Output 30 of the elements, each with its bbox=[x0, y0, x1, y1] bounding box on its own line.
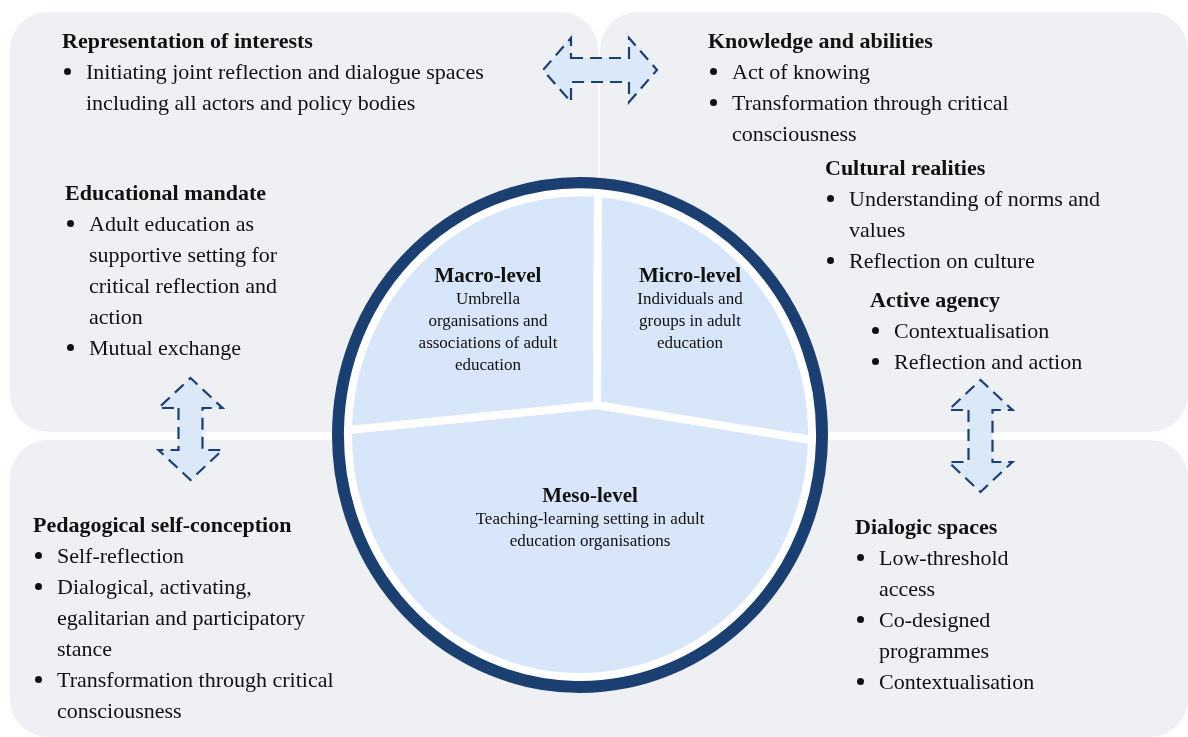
bullet-text: Contextualisation bbox=[894, 318, 1050, 343]
level-description: Umbrella organisations and associations of adult education bbox=[417, 288, 559, 376]
level-description: Teaching-learning setting in adult education organisations bbox=[474, 508, 706, 552]
bullet-text: Act of knowing bbox=[732, 59, 871, 84]
bullet-text: Mutual exchange bbox=[89, 335, 242, 360]
level-heading: Meso-level bbox=[541, 482, 639, 508]
section-heading: Dialogic spaces bbox=[855, 513, 999, 541]
double-arrow bbox=[155, 376, 226, 482]
bullet-text: Transformation through critical consciousness bbox=[57, 667, 334, 723]
level-heading: Micro-level bbox=[637, 262, 743, 288]
level-description: Individuals and groups in adult education bbox=[636, 288, 744, 354]
bullet-text: Self-reflection bbox=[57, 543, 185, 568]
section-heading: Knowledge and abilities bbox=[708, 27, 934, 55]
bullet-text: Co-designed programmes bbox=[879, 607, 991, 663]
section-heading: Educational mandate bbox=[65, 179, 268, 207]
section-heading: Representation of interests bbox=[62, 27, 314, 55]
bullet-text: Low-threshold access bbox=[879, 545, 1009, 601]
bullet-text: Understanding of norms and values bbox=[849, 186, 1101, 242]
section-heading: Pedagogical self-conception bbox=[33, 511, 293, 539]
bullet-text: Transformation through critical consciousness bbox=[732, 90, 1009, 146]
double-arrow bbox=[541, 35, 659, 105]
bullet-text: Contextualisation bbox=[879, 669, 1035, 694]
bullet-text: Adult education as supportive setting for critical reflection and action bbox=[89, 211, 278, 329]
bullet-text: Reflection and action bbox=[894, 349, 1083, 374]
section-heading: Cultural realities bbox=[825, 154, 987, 182]
bullet-text: Reflection on culture bbox=[849, 248, 1035, 273]
bullet-text: Initiating joint reflection and dialogue spaces including all actors and policy bodies bbox=[86, 59, 484, 115]
level-heading: Macro-level bbox=[433, 262, 543, 288]
bullet-text: Dialogical, activating, egalitarian and participatory stance bbox=[57, 574, 305, 661]
section-heading: Active agency bbox=[870, 286, 1002, 314]
